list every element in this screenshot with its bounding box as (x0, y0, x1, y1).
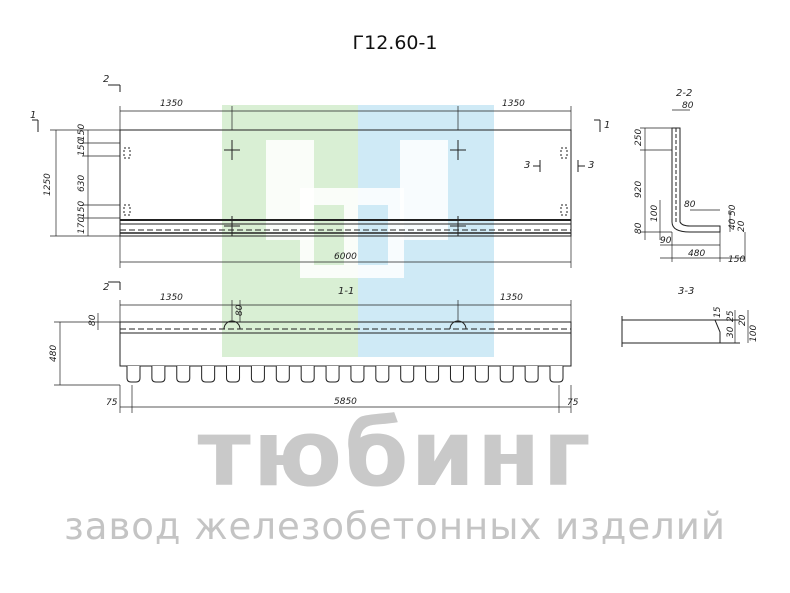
dim-s22-80-inner: 80 (684, 200, 696, 210)
dim-s22-80-top: 80 (682, 101, 694, 111)
dim-s22-100: 100 (650, 205, 660, 222)
rib (201, 366, 216, 383)
section-mark-3-right: 3 (588, 160, 594, 171)
dim-s22-90: 90 (660, 236, 672, 246)
rib (549, 366, 564, 383)
rib (474, 366, 489, 383)
dim-front-right-1350: 1350 (502, 99, 525, 109)
rib (325, 366, 340, 383)
ribs-group (126, 366, 564, 383)
dim-s11-80b: 80 (88, 314, 98, 326)
rib (151, 366, 166, 383)
section-2-2-view (640, 109, 746, 262)
rib (300, 366, 315, 383)
dim-s22-150: 150 (728, 255, 745, 265)
rib (425, 366, 440, 383)
dim-front-170: 170 (77, 217, 87, 234)
dim-s11-5850: 5850 (334, 397, 357, 407)
dim-s22-50: 50 (728, 204, 738, 216)
dim-s11-right-75: 75 (567, 398, 579, 408)
watermark-brand: тюбинг (197, 400, 593, 507)
rib (226, 366, 241, 383)
section-2-2-label: 2-2 (676, 88, 692, 99)
rib (250, 366, 265, 383)
section-mark-2-bottom: 2 (103, 282, 109, 293)
dim-s11-left-75: 75 (106, 398, 118, 408)
dim-s22-20: 20 (737, 220, 747, 232)
rib (400, 366, 415, 383)
dim-front-150a: 150 (77, 124, 87, 141)
rib (524, 366, 539, 383)
section-1-1-view (54, 281, 572, 413)
dim-s22-480: 480 (688, 249, 705, 259)
rib (449, 366, 464, 383)
front-view (32, 84, 601, 268)
dim-s22-250: 250 (634, 129, 644, 146)
section-mark-1-right: 1 (604, 120, 610, 131)
watermark-subtitle: завод железобетонных изделий (64, 505, 726, 548)
dim-s33-30: 30 (726, 326, 736, 338)
dim-front-length-6000: 6000 (334, 252, 357, 262)
dim-front-630: 630 (77, 175, 87, 192)
dim-s33-15: 15 (713, 306, 723, 318)
dim-s11-80a: 80 (235, 304, 245, 316)
rib (499, 366, 514, 383)
rib (126, 366, 141, 383)
dim-s22-920: 920 (634, 181, 644, 198)
section-1-1-outline (119, 321, 572, 367)
dim-s11-right-1350: 1350 (500, 293, 523, 303)
rib (350, 366, 365, 383)
dim-s22-80: 80 (634, 222, 644, 234)
dim-front-height-1250: 1250 (43, 173, 53, 196)
section-mark-1-left: 1 (30, 110, 36, 121)
dim-s11-height-480: 480 (49, 345, 59, 362)
drawing-title: Г12.60-1 (352, 32, 438, 54)
rib (275, 366, 290, 383)
dim-s33-25: 25 (726, 310, 736, 322)
dim-front-150c: 150 (77, 201, 87, 218)
dim-s11-left-1350: 1350 (160, 293, 183, 303)
section-mark-2-top: 2 (103, 74, 109, 85)
section-2-2-profile (671, 127, 721, 233)
dim-front-left-1350: 1350 (160, 99, 183, 109)
panel-outline (119, 129, 572, 237)
dim-s22-40: 40 (728, 218, 738, 230)
section-3-3-view (621, 310, 749, 347)
dim-front-150b: 150 (77, 139, 87, 156)
section-mark-3-left: 3 (524, 160, 530, 171)
section-1-1-label: 1-1 (338, 286, 354, 297)
section-3-3-label: 3-3 (678, 286, 694, 297)
rib (375, 366, 390, 383)
watermark-logo (222, 105, 494, 357)
dim-s33-20: 20 (738, 314, 748, 326)
dim-s33-100: 100 (749, 325, 759, 342)
rib (176, 366, 191, 383)
